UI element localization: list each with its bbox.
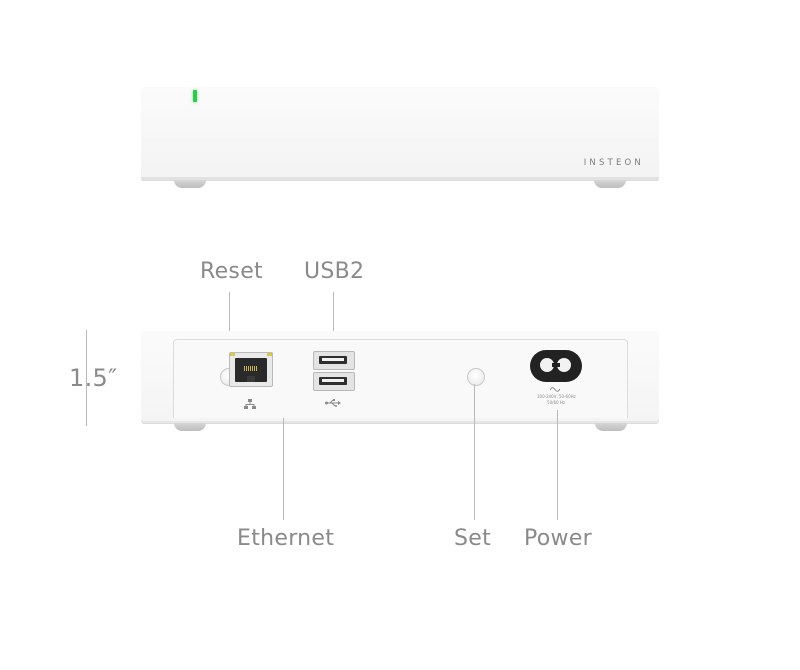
status-led	[193, 90, 197, 102]
usb-port-top-contacts	[322, 358, 344, 361]
height-dimension-label: 1.5″	[69, 364, 118, 392]
power-socket-left-hole	[540, 358, 554, 372]
usb-leader-line	[333, 292, 334, 347]
set-leader-line	[474, 384, 475, 520]
power-rating-line1: 100-240V, 50-60Hz	[537, 394, 576, 399]
usb-port-bottom[interactable]	[313, 372, 355, 391]
ethernet-notch	[247, 376, 255, 382]
power-leader-line	[557, 410, 558, 520]
power-label: Power	[524, 526, 593, 551]
usb-label: USB2	[304, 259, 365, 284]
ethernet-pins	[244, 366, 258, 371]
hub-rear-view: 100-240V, 50-60Hz 50/60 Hz	[141, 331, 659, 423]
power-socket[interactable]	[530, 350, 582, 382]
set-button[interactable]	[467, 368, 485, 386]
reset-leader-line	[229, 292, 230, 347]
usb-port-top[interactable]	[313, 351, 355, 370]
usb-icon	[325, 399, 341, 407]
set-label: Set	[454, 526, 492, 551]
height-dimension-line	[86, 330, 87, 426]
power-rating-line2: 50/60 Hz	[547, 400, 565, 405]
ac-wave-icon	[550, 387, 560, 392]
front-left-foot	[174, 180, 206, 188]
power-socket-right-hole	[557, 358, 571, 372]
usb-port-bottom-contacts	[322, 379, 344, 382]
ethernet-jack	[235, 358, 267, 382]
front-right-foot	[594, 180, 626, 188]
hub-front-view: INSTEON	[141, 87, 659, 180]
ethernet-led-left	[230, 353, 235, 356]
front-bottom-edge	[141, 177, 659, 180]
ethernet-led-right	[267, 353, 272, 356]
power-socket-divider	[552, 363, 560, 367]
rear-left-foot	[174, 423, 206, 431]
rear-right-foot	[595, 423, 627, 431]
network-icon	[244, 399, 256, 409]
reset-label: Reset	[200, 259, 263, 284]
brand-logo: INSTEON	[583, 158, 644, 168]
ethernet-label: Ethernet	[237, 526, 335, 551]
ethernet-leader-line	[283, 418, 284, 520]
ethernet-port[interactable]	[229, 352, 273, 387]
